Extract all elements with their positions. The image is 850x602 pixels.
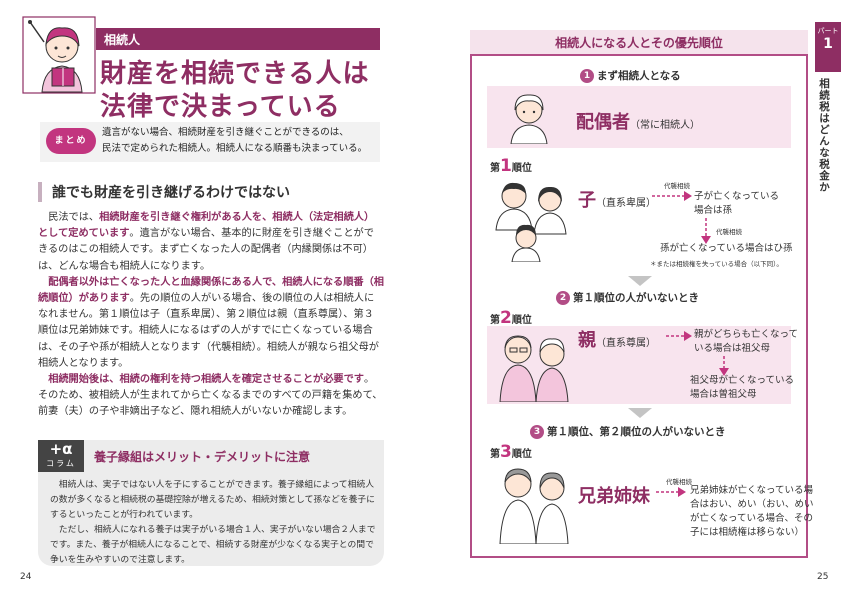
siblings-people-icon: [499, 468, 569, 544]
daishu-label: 代襲相続: [666, 478, 692, 486]
rank-1-note-2: 孫が亡くなっている場合はひ孫: [660, 243, 793, 254]
rank-1-note: 子が亡くなっている 場合は孫: [694, 190, 779, 218]
note-line: 子が亡くなっている: [694, 191, 780, 202]
rank-suffix: 順位: [511, 163, 532, 174]
rank-2-label: 第2順位: [490, 308, 532, 328]
column-tag-symbol: +α: [49, 440, 73, 458]
note-line: 合はおい、めい（おい、めい: [690, 499, 814, 510]
part-tab-number: 1: [823, 36, 833, 52]
page-number: 24: [20, 572, 32, 582]
flow-down-icon: [628, 408, 652, 418]
page-headline: 財産を相続できる人は 法律で決まっている: [100, 58, 369, 124]
step-number: 1: [580, 69, 594, 83]
rank-1-heir: 子（直系卑属）: [578, 186, 656, 212]
spouse-note: （常に相続人）: [630, 120, 700, 131]
rank-number: 2: [500, 308, 512, 328]
frame-title: 相続人になる人とその優先順位: [470, 30, 808, 56]
section-title: 誰でも財産を引き継げるわけではない: [38, 182, 290, 202]
step-text: 第１順位の人がいないとき: [573, 292, 699, 304]
rank-prefix: 第: [490, 449, 500, 460]
column-text: 相続人は、実子ではない人を子にすることができます。養子縁組によって相続人の数が多…: [50, 478, 376, 568]
step-number: 2: [556, 291, 570, 305]
part-tab: パート 1: [815, 22, 841, 72]
note-line: 子には相続権は移らない）: [690, 527, 805, 538]
note-line: が亡くなっている場合、その: [690, 513, 814, 524]
note-line: いる場合は祖父母: [694, 343, 771, 354]
daishu-label: 代襲相続: [716, 228, 742, 236]
rank-1-label: 第1順位: [490, 156, 532, 176]
summary-text: 遺言がない場合、相続財産を引き継ぐことができるのは、 民法で定められた相続人。相…: [102, 125, 377, 157]
heir-relation: （直系卑属）: [596, 198, 656, 209]
column-paragraph: ただし、相続人になれる養子は実子がいる場合１人、実子がいない場合２人までです。ま…: [50, 525, 376, 565]
spouse-person-icon: [510, 94, 548, 144]
headline-line: 財産を相続できる人は: [100, 59, 370, 89]
category-bar: 相続人: [96, 28, 380, 50]
note-line: 兄弟姉妹が亡くなっている場: [690, 485, 814, 496]
note-line: 祖父母が亡くなっている: [690, 375, 795, 386]
paragraph-emphasis: 配偶者以外は亡くなった人と血縁関係にある人で、相続人になる順番（相続順位）があり…: [38, 276, 384, 305]
right-arrow-icon: [652, 191, 692, 201]
note-line: 場合は曽祖父母: [690, 389, 757, 400]
rank-suffix: 順位: [511, 315, 532, 326]
left-page: 相続人 財産を相続できる人は 法律で決まっている まとめ 遺言がない場合、相続財…: [20, 16, 384, 582]
down-arrow-icon: [701, 218, 711, 244]
paragraph: 配偶者以外は亡くなった人と血縁関係にある人で、相続人になる順番（相続順位）があり…: [38, 275, 384, 372]
page-number: 25: [817, 572, 829, 582]
rank-2-note-2: 祖父母が亡くなっている 場合は曽祖父母: [690, 374, 794, 402]
rank-prefix: 第: [490, 163, 500, 174]
spouse-label: 配偶者（常に相続人）: [576, 108, 700, 134]
rank-3-note: 兄弟姉妹が亡くなっている場 合はおい、めい（おい、めい が亡くなっている場合、そ…: [690, 484, 814, 540]
heir-relation: （直系尊属）: [596, 338, 656, 349]
heir-name: 親: [578, 330, 596, 351]
summary-line: 遺言がない場合、相続財産を引き継ぐことができるのは、: [102, 127, 349, 138]
headline-line: 法律で決まっている: [100, 92, 341, 122]
step-text: 第１順位、第２順位の人がいないとき: [547, 426, 726, 438]
rank-2-note: 親がどちらも亡くなって いる場合は祖父母: [694, 328, 798, 356]
parents-people-icon: [499, 335, 569, 402]
side-title: 相続税はどんな税金か: [818, 78, 830, 193]
rank-3-label: 第3順位: [490, 442, 532, 462]
rank-3-heir: 兄弟姉妹: [578, 486, 650, 507]
down-arrow-icon: [719, 356, 729, 376]
spouse-heir: 配偶者: [576, 112, 630, 133]
flow-down-icon: [628, 276, 652, 286]
note-line: 親がどちらも亡くなって: [694, 329, 799, 340]
paragraph-text: 。遺言がない場合、基本的に財産を引き継ぐことができるのはこの相続人です。まず亡く…: [38, 228, 374, 272]
note-line: 場合は孫: [694, 205, 733, 216]
teacher-mascot-icon: [22, 16, 96, 94]
column-title: 養子縁組はメリット・デメリットに注意: [84, 440, 384, 472]
step-number: 3: [530, 425, 544, 439]
footnote: ＊または相続権を失っている場合（以下同）。: [650, 260, 783, 268]
rank-number: 1: [500, 156, 512, 176]
daishu-label: 代襲相続: [664, 182, 690, 190]
right-arrow-icon: [656, 487, 686, 497]
paragraph-text: 民法では、: [48, 212, 100, 223]
paragraph-emphasis: 相続開始後は、相続の権利を持つ相続人を確定させることが必要です: [48, 374, 364, 386]
paragraph-text: 。先の順位の人がいる場合、後の順位の人は相続人になれません。第１順位は子（直系卑…: [38, 293, 379, 369]
step-text: まず相続人となる: [597, 70, 681, 82]
summary-line: 民法で定められた相続人。相続人になる順番も決まっている。: [102, 143, 368, 154]
column-tag: +α コラム: [38, 440, 84, 472]
rank-prefix: 第: [490, 315, 500, 326]
column-tag-label: コラム: [46, 459, 76, 468]
body-text: 民法では、相続財産を引き継ぐ権利がある人を、相続人（法定相続人）として定めていま…: [38, 210, 384, 421]
children-people-icon: [495, 182, 567, 262]
paragraph-text: 。そのため、被相続人が生まれてから亡くなるまでのすべての戸籍を集めて、前妻（夫）…: [38, 374, 383, 418]
right-arrow-icon: [666, 331, 692, 341]
rank-suffix: 順位: [511, 449, 532, 460]
paragraph: 相続開始後は、相続の権利を持つ相続人を確定させることが必要です。そのため、被相続…: [38, 372, 384, 421]
rank-number: 3: [500, 442, 512, 462]
part-tab-label: パート: [817, 27, 839, 35]
summary-badge: まとめ: [46, 128, 96, 154]
summary-box: [40, 122, 380, 162]
heir-name: 子: [578, 190, 596, 211]
rank-2-heir: 親（直系尊属）: [578, 326, 656, 352]
column-paragraph: 相続人は、実子ではない人を子にすることができます。養子縁組によって相続人の数が多…: [50, 480, 375, 520]
paragraph-emphasis: 相続財産を引き継ぐ権利がある人を、相続人（法定相続人）として定めています: [38, 212, 375, 240]
paragraph: 民法では、相続財産を引き継ぐ権利がある人を、相続人（法定相続人）として定めていま…: [38, 210, 384, 275]
